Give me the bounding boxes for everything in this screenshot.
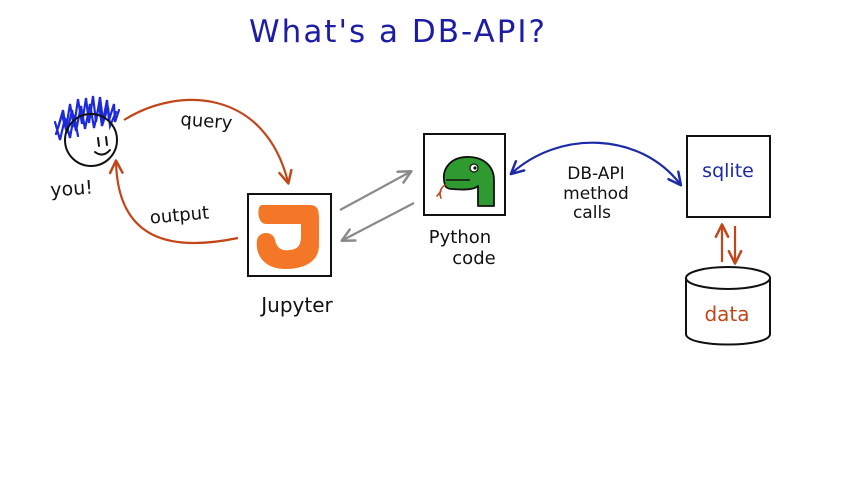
python-box (423, 133, 506, 216)
python-label-line2: code (452, 248, 495, 269)
stick-figure-face-icon (53, 95, 121, 167)
sqlite-box: sqlite (686, 135, 771, 218)
python-to-jupyter-arrow (340, 202, 415, 242)
hair-scribble (53, 95, 121, 141)
dbapi-label-line1: DB-API (567, 164, 624, 184)
jupyter-label: Jupyter (259, 293, 333, 317)
output-label: output (149, 202, 210, 228)
jupyter-box (247, 193, 332, 277)
python-label-line1: Python (429, 227, 491, 248)
database-cylinder-icon (685, 266, 771, 346)
snake-head-icon (436, 156, 495, 207)
dbapi-arrow (509, 141, 683, 187)
jupyter-to-python-arrow (339, 170, 413, 211)
user-label: you! (50, 177, 94, 202)
query-label: query (180, 109, 234, 134)
data-label: data (704, 302, 749, 326)
sqlite-label: sqlite (702, 160, 754, 182)
dbapi-label-line3: calls (573, 203, 611, 223)
output-arrow (108, 159, 239, 245)
diagram-title: What's a DB-API? (249, 14, 547, 50)
jupyter-logo-icon (256, 205, 319, 269)
dbapi-label-line2: method (563, 184, 629, 204)
query-arrow (123, 98, 293, 185)
